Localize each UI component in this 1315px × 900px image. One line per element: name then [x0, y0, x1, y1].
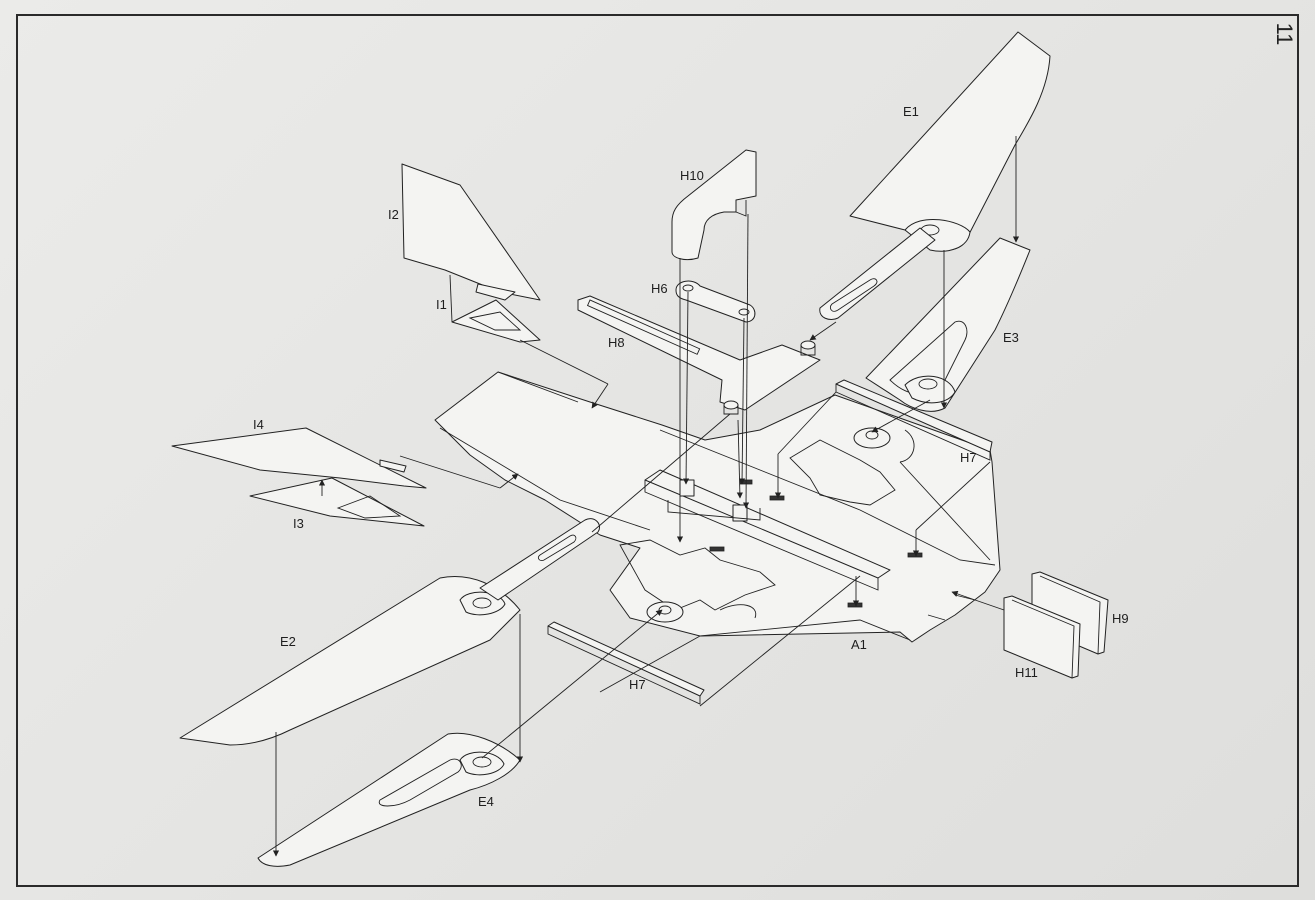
part-e4 — [257, 732, 521, 867]
part-e1 — [819, 31, 1051, 321]
label-h6: H6 — [651, 281, 668, 296]
part-h7-top — [835, 379, 993, 461]
label-h7-bottom: H7 — [629, 677, 646, 692]
label-i2: I2 — [388, 207, 399, 222]
part-i3 — [249, 477, 425, 527]
page-border — [16, 14, 1299, 887]
label-h10: H10 — [680, 168, 704, 183]
label-h11: H11 — [1015, 665, 1038, 680]
label-h9: H9 — [1112, 611, 1129, 626]
assembly-lines — [272, 136, 1020, 857]
part-h7-bottom — [547, 621, 705, 705]
label-a1: A1 — [851, 637, 867, 652]
label-i1: I1 — [436, 297, 447, 312]
part-h10 — [671, 149, 757, 261]
centre-beam — [644, 469, 891, 591]
part-labels: E1 H10 I2 H6 I1 E3 H8 I4 H7 I3 H9 E2 A1 … — [253, 104, 1129, 809]
part-i1 — [449, 274, 541, 343]
part-e2 — [179, 518, 600, 746]
part-h6 — [675, 280, 756, 323]
part-i2 — [401, 163, 541, 301]
label-h7-top: H7 — [960, 450, 977, 465]
label-e4: E4 — [478, 794, 494, 809]
part-i4 — [171, 427, 427, 489]
label-e2: E2 — [280, 634, 296, 649]
part-h11 — [1003, 595, 1081, 679]
label-e3: E3 — [1003, 330, 1019, 345]
label-i3: I3 — [293, 516, 304, 531]
label-h8: H8 — [608, 335, 625, 350]
part-e3 — [865, 237, 1031, 412]
label-e1: E1 — [903, 104, 919, 119]
part-h8 — [577, 295, 821, 415]
label-i4: I4 — [253, 417, 264, 432]
